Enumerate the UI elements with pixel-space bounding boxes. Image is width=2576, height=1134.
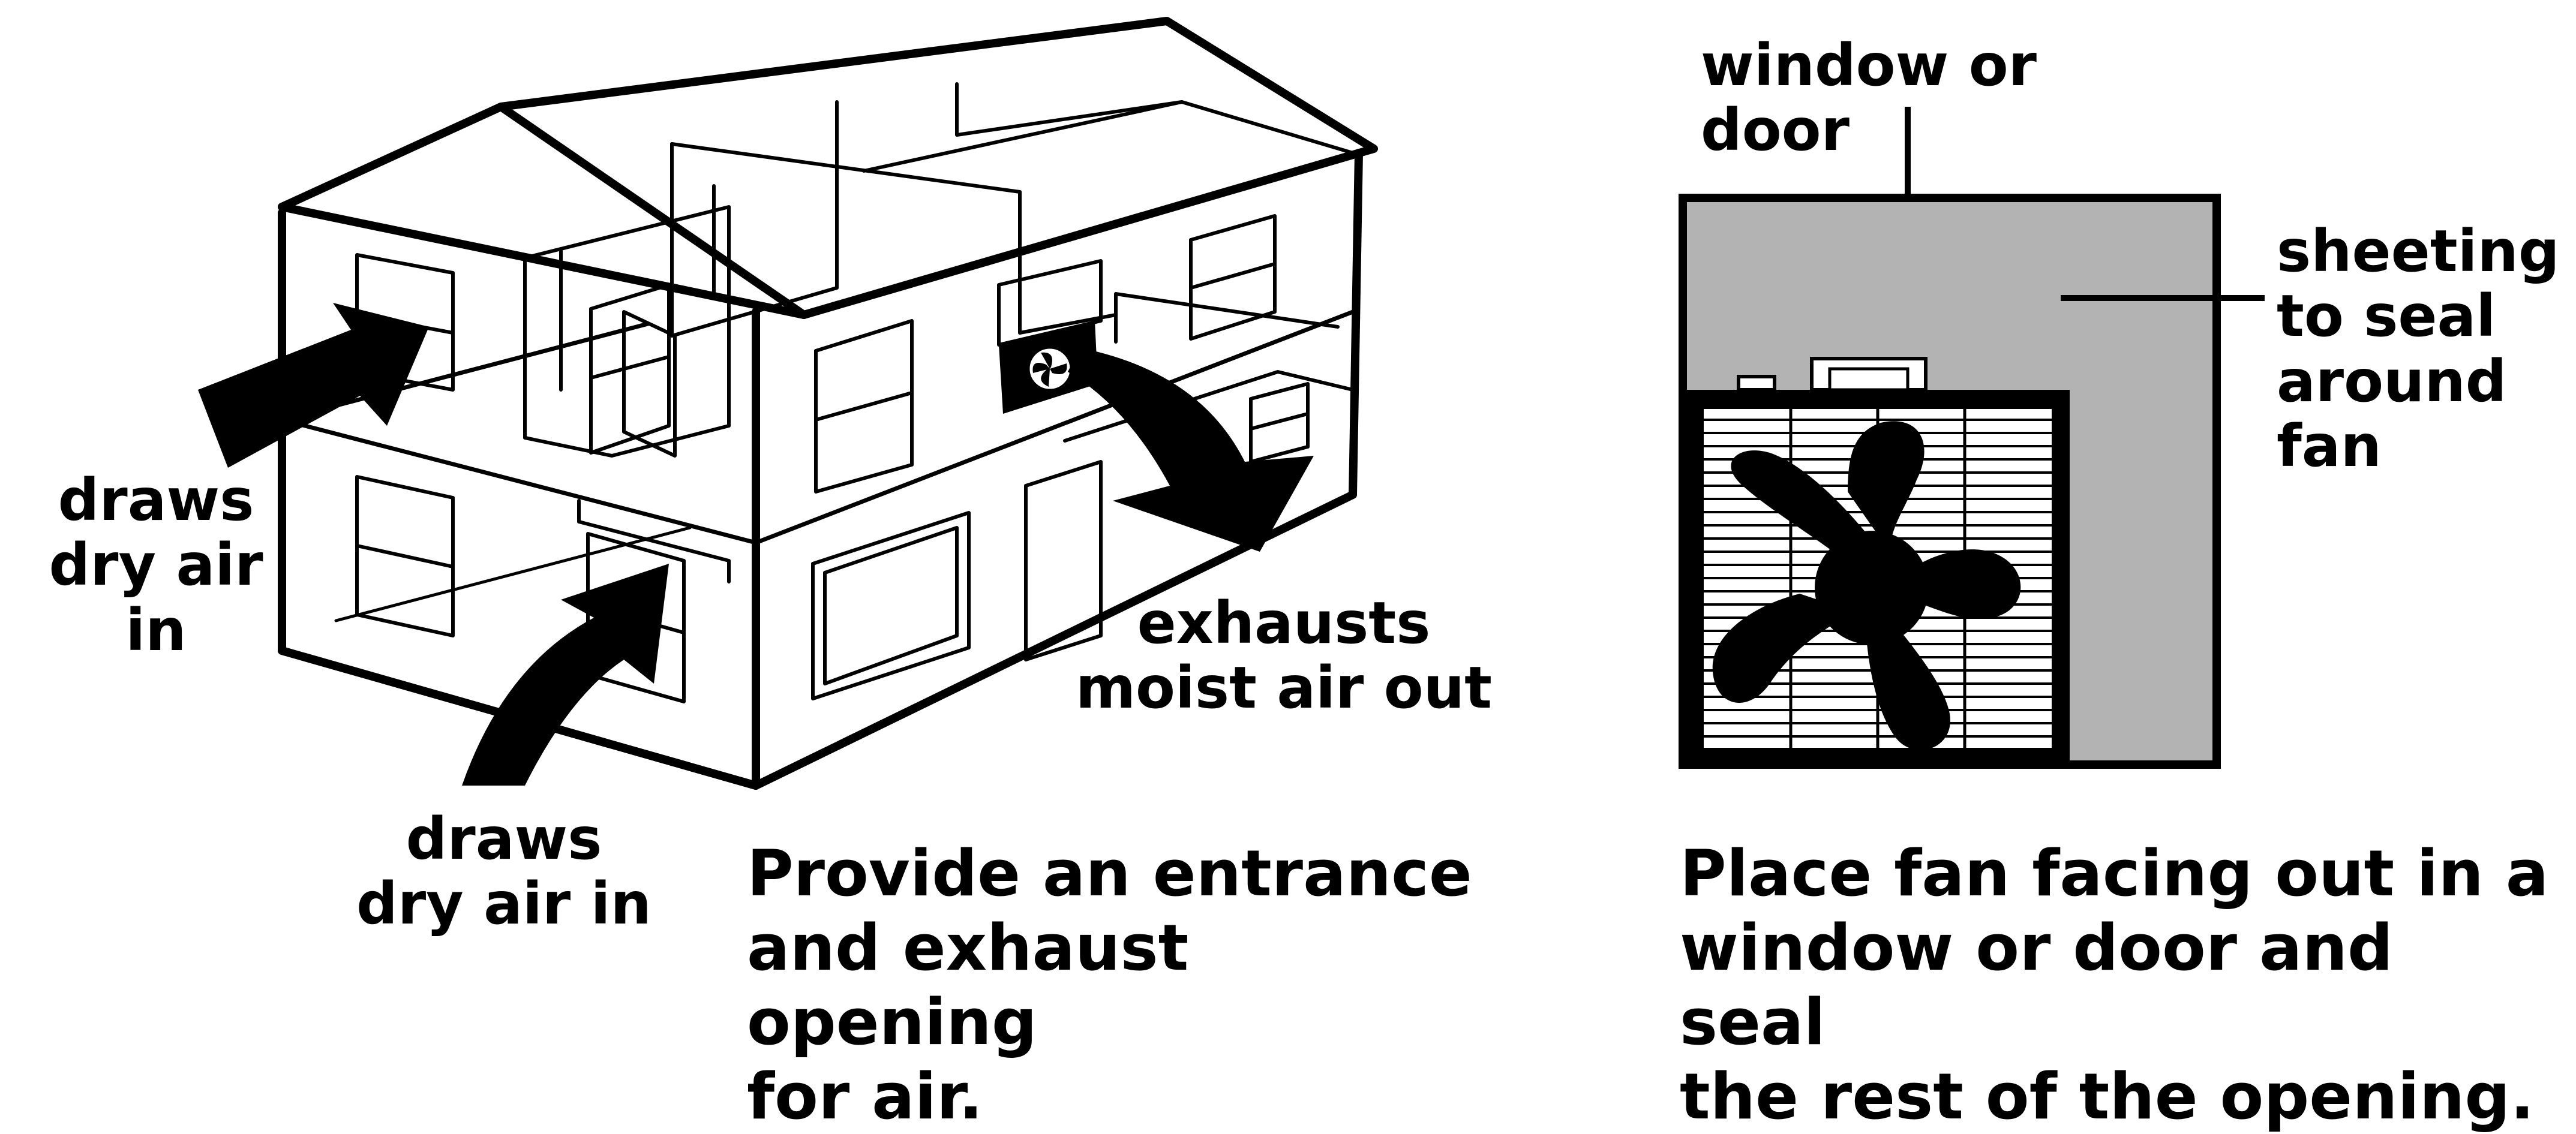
window-ground-right-1-inner bbox=[823, 526, 959, 685]
label-draws-dry-air-in-lower: draws dry air in bbox=[356, 805, 651, 938]
label-sheeting-to-seal-around-fan: sheeting to seal around fan bbox=[2277, 218, 2560, 480]
lower-intake-arrow-icon bbox=[462, 564, 669, 786]
roof-ridge-left bbox=[278, 203, 808, 319]
window-upper-middle bbox=[589, 283, 671, 455]
window-upper-middle-inner bbox=[622, 310, 677, 458]
window-ground-right-1 bbox=[811, 511, 971, 700]
door-ground-right bbox=[1024, 460, 1103, 661]
airflow-arrows bbox=[198, 303, 1314, 786]
ground-floor-inner bbox=[334, 526, 692, 622]
exhaust-fan-icon bbox=[1026, 345, 1073, 392]
fan-ventilation-diagram bbox=[198, 17, 2265, 790]
exhaust-arrow-icon bbox=[1068, 348, 1314, 552]
interior-partitions bbox=[523, 82, 1355, 583]
right-caption: Place fan facing out in a window or door… bbox=[1680, 837, 2549, 1134]
window-upper-right-1 bbox=[814, 319, 914, 494]
upper-intake-arrow-icon bbox=[198, 303, 429, 468]
fan-in-window-illustration bbox=[1679, 107, 2265, 769]
exhaust-window-frame bbox=[997, 259, 1103, 347]
house-cutaway-illustration bbox=[278, 17, 1378, 790]
fan-blades-icon bbox=[1712, 421, 2021, 750]
window-ground-right-2 bbox=[1249, 382, 1310, 464]
window-upper-right-2 bbox=[1189, 214, 1277, 341]
left-caption: Provide an entrance and exhaust opening … bbox=[747, 837, 1472, 1134]
fan-knob-small bbox=[1737, 375, 1776, 392]
house-right-wall-outline bbox=[752, 149, 1363, 790]
label-exhausts-moist-air-out: exhausts moist air out bbox=[1076, 589, 1492, 722]
roof-outline bbox=[278, 17, 1378, 319]
label-draws-dry-air-in-upper: draws dry air in bbox=[49, 467, 263, 664]
label-window-or-door: window or door bbox=[1701, 32, 2037, 164]
window-ground-left bbox=[355, 475, 455, 637]
house-windows bbox=[355, 214, 1310, 703]
